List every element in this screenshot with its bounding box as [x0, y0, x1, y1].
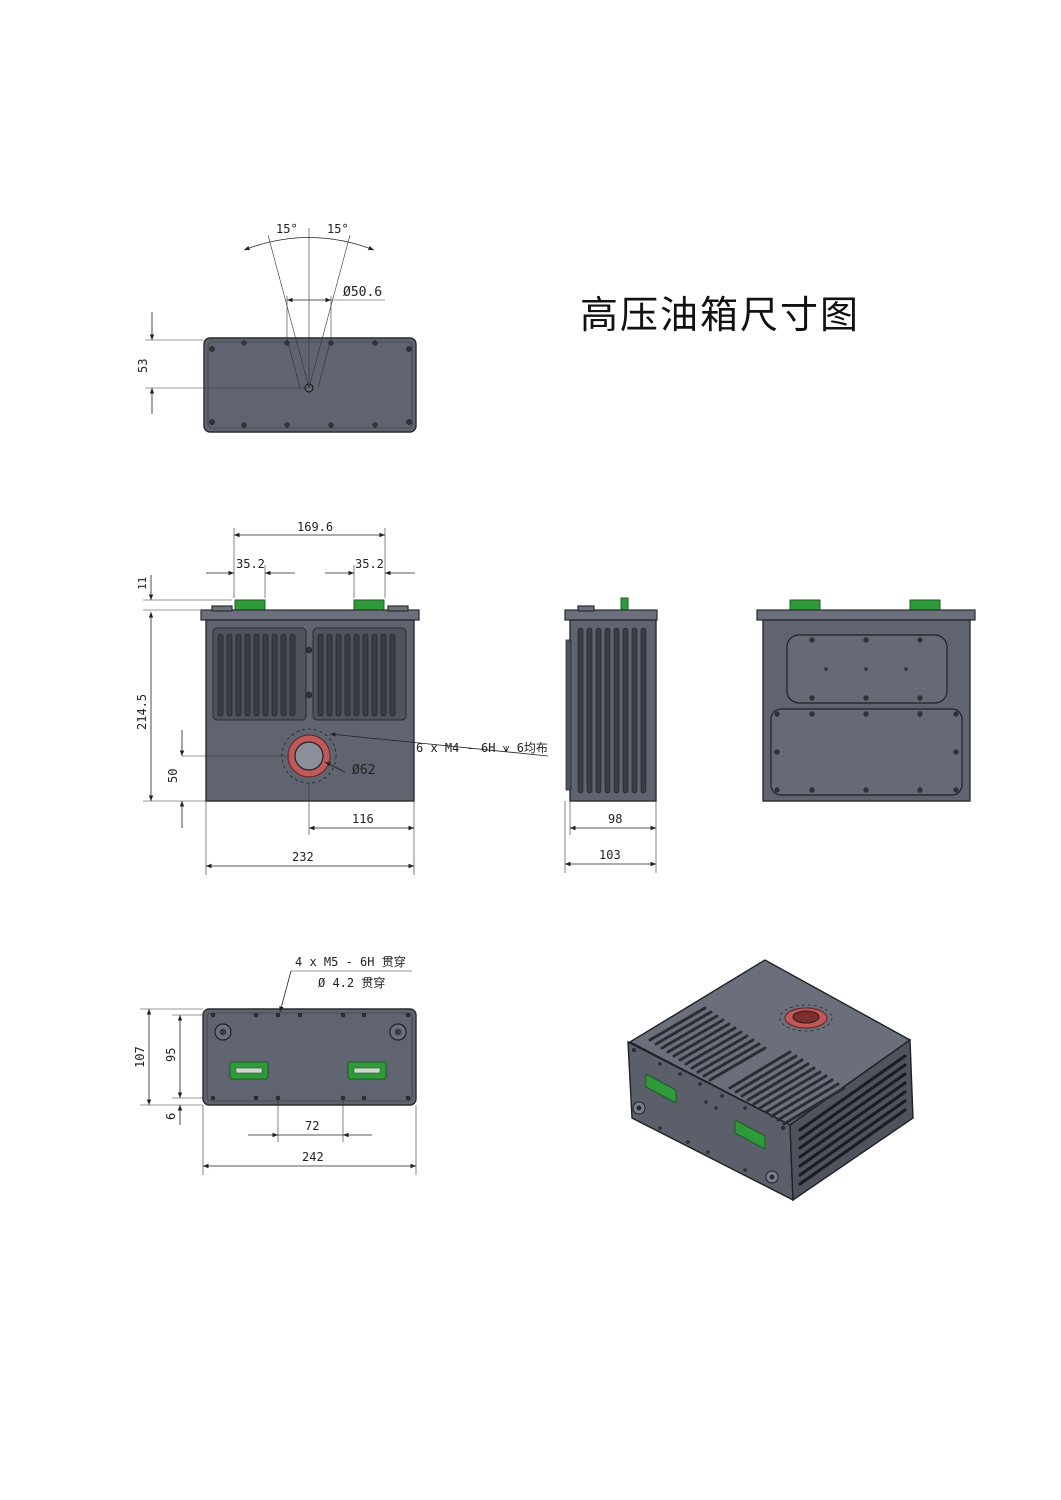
- top-height-label: 53: [136, 359, 150, 373]
- rear-lower-cover: [770, 708, 963, 796]
- angle-right-label: 15°: [327, 222, 349, 236]
- drawing-title: 高压油箱尺寸图: [580, 293, 861, 337]
- conn-left-label: 35.2: [236, 557, 265, 571]
- bottom-view: 4 x M5 - 6H 贯穿 Ø 4.2 贯穿 107 95 6 72 242: [133, 954, 417, 1175]
- port-dia-label: Ø62: [352, 763, 375, 778]
- bottom-edge-label: 6: [164, 1113, 178, 1120]
- front-height-label: 214.5: [135, 694, 149, 730]
- conn-spacing-label: 72: [305, 1119, 319, 1133]
- port-offset-label: 116: [352, 812, 374, 826]
- top-view-bolts: [209, 340, 412, 428]
- bottom-height-inner-label: 95: [164, 1048, 178, 1062]
- hole-dia-label: Ø50.6: [343, 285, 382, 300]
- conn-height-label: 11: [136, 577, 149, 590]
- front-fins: [217, 633, 396, 717]
- rear-bolts: [774, 637, 959, 793]
- bottom-height-total-label: 107: [133, 1046, 147, 1068]
- iso-front-bolts: [631, 1047, 786, 1172]
- bottom-note-line2: Ø 4.2 贯穿: [318, 975, 385, 990]
- isometric-view: [627, 959, 914, 1202]
- front-port: [294, 741, 324, 771]
- side-depth-label: 103: [599, 848, 621, 862]
- port-height-label: 50: [166, 769, 180, 783]
- rear-view: [756, 599, 976, 802]
- iso-top-fins: [648, 1006, 846, 1126]
- side-fins: [577, 627, 647, 794]
- iso-connector-right: [734, 1119, 766, 1150]
- thread-note: 6 x M4 - 6H ⩛ 6均布: [416, 741, 548, 755]
- width-top-label: 169.6: [297, 520, 333, 534]
- front-view: 6 x M4 - 6H ⩛ 6均布 Ø62 169.6 35.2 35.2 11…: [135, 520, 549, 875]
- angle-left-label: 15°: [276, 222, 298, 236]
- iso-side-fins: [798, 1054, 907, 1186]
- bottom-width-label: 242: [302, 1150, 324, 1164]
- front-width-label: 232: [292, 850, 314, 864]
- side-depth-inner-label: 98: [608, 812, 622, 826]
- side-view: 98 103: [564, 597, 658, 873]
- iso-connector-left: [645, 1073, 677, 1104]
- bottom-view-housing: [202, 1008, 417, 1106]
- top-view: 15° 15° Ø50.6 53: [136, 222, 417, 433]
- bottom-note-line1: 4 x M5 - 6H 贯穿: [295, 954, 406, 969]
- conn-right-label: 35.2: [355, 557, 384, 571]
